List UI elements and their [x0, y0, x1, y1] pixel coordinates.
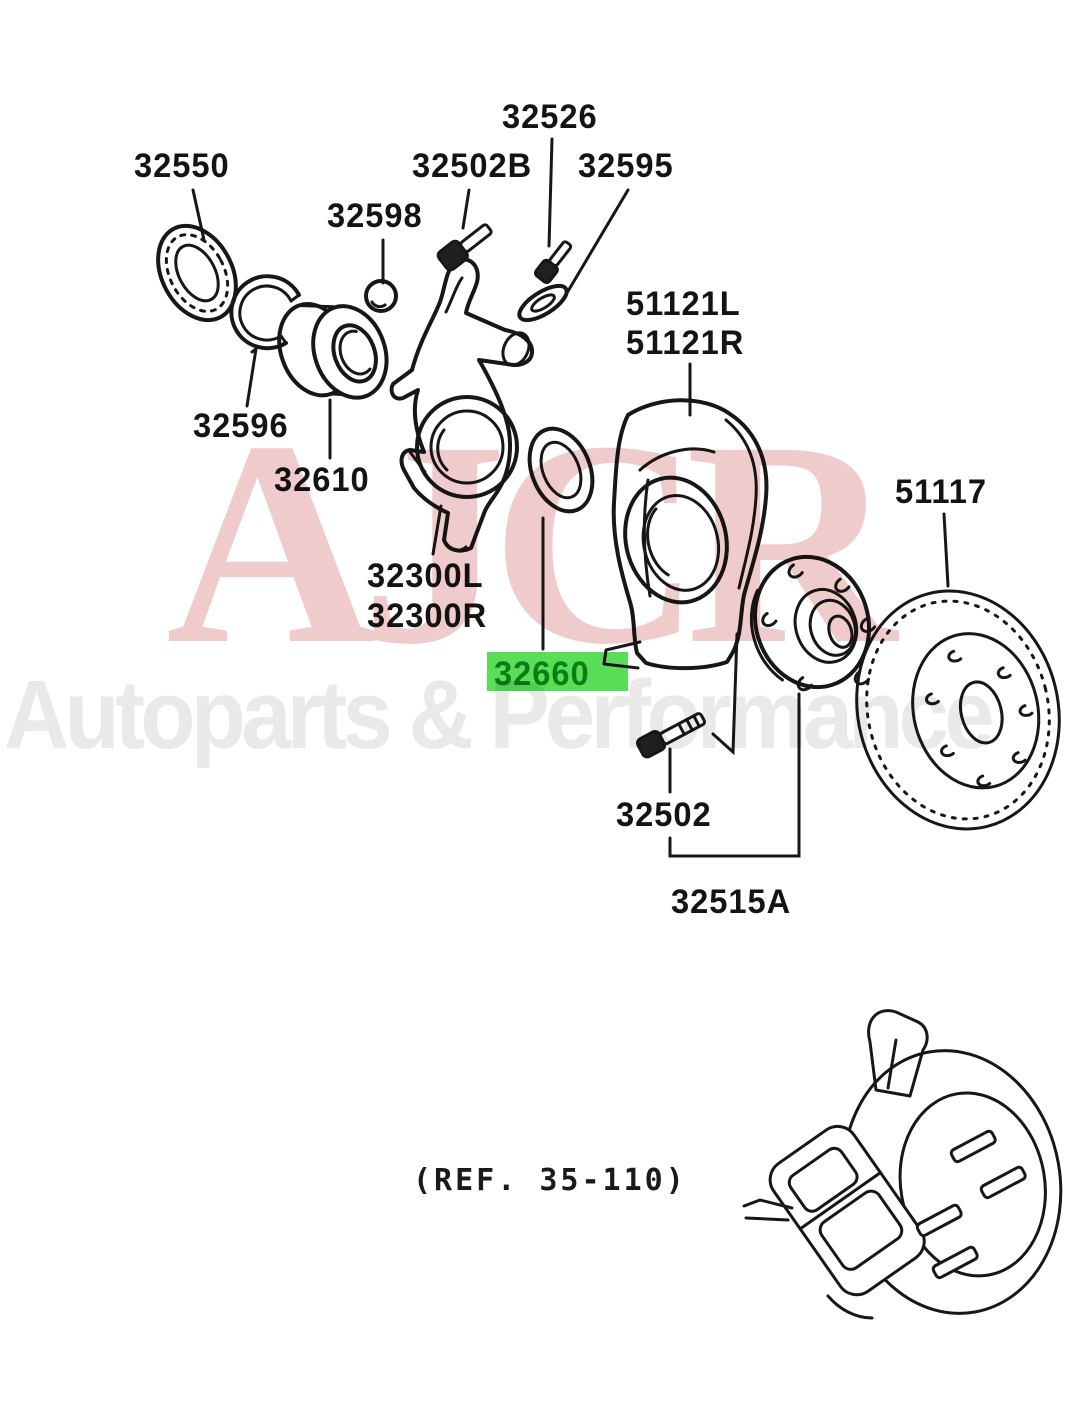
washer-outer — [517, 283, 569, 323]
leader-32526 — [547, 137, 554, 248]
leader-32596 — [245, 347, 258, 408]
disc-bolt-holes — [925, 649, 1034, 788]
part-label-51121L[interactable]: 51121L — [626, 285, 741, 323]
hub-boss-inner — [808, 598, 857, 657]
part-label-32526[interactable]: 32526 — [502, 98, 598, 136]
leader-lines — [191, 137, 950, 858]
bearing-inner-race-arc — [338, 329, 372, 376]
part-label-32502B[interactable]: 32502B — [412, 147, 533, 185]
assembled-arm-inner — [886, 1038, 898, 1090]
part-label-32515A[interactable]: 32515A — [671, 883, 792, 921]
knuckle-bore-arc — [436, 428, 449, 472]
assembled-disc-face — [898, 1091, 1047, 1278]
brake-disc-51117-drawing — [855, 589, 1061, 831]
part-label-32660-highlighted[interactable]: 32660 — [494, 655, 590, 693]
seal-inner-ring — [174, 243, 220, 303]
leader-32595 — [559, 188, 630, 305]
shield-outline — [611, 398, 769, 671]
shield-seat-outer — [623, 475, 729, 605]
snap-ring-inner-arc — [238, 284, 293, 342]
seal-texture-ring — [164, 233, 230, 313]
leader-hub-hook — [711, 632, 739, 756]
part-label-32300L[interactable]: 32300L — [367, 557, 484, 595]
knuckle-bore-inner — [429, 409, 505, 485]
shield-seat-arc — [646, 507, 670, 577]
knuckle-ear-line — [408, 450, 427, 474]
hub-bore — [827, 614, 854, 649]
assembled-caliper-upper — [787, 1146, 859, 1213]
wheel-stud — [931, 1245, 979, 1280]
bolt-32502-drawing — [636, 712, 706, 759]
assembled-caliper-lower — [818, 1189, 904, 1271]
shield-top-line — [638, 447, 716, 472]
part-label-32610[interactable]: 32610 — [274, 461, 370, 499]
seal32660-inner — [539, 440, 583, 500]
assembled-knuckle-arm — [867, 1009, 929, 1098]
part-label-32595[interactable]: 32595 — [578, 147, 674, 185]
hub-32515A-drawing — [749, 554, 877, 692]
leader-32502B — [461, 188, 471, 230]
washer-inner — [530, 293, 556, 313]
part-label-51121R[interactable]: 51121R — [626, 324, 745, 362]
washer-32595-drawing — [517, 283, 569, 323]
assembled-view-drawing — [742, 1009, 1063, 1320]
nut-32598-drawing — [364, 279, 398, 313]
nut-body — [364, 279, 398, 313]
seal-outer-ring — [156, 223, 238, 323]
shield-bottom-tab — [602, 640, 642, 670]
assembled-caliper-split — [798, 1171, 882, 1231]
part-label-32502[interactable]: 32502 — [616, 796, 712, 834]
shield-rim-inner — [724, 418, 758, 590]
oil-seal-32550-drawing — [156, 223, 238, 323]
bolt-32526-shaft — [548, 240, 573, 267]
leader-51117 — [942, 512, 950, 588]
bolt-32502B-drawing — [436, 223, 493, 272]
bearing-bore — [331, 323, 378, 384]
snap-ring-outer-arc — [229, 274, 301, 351]
bolt-32526-drawing — [533, 240, 573, 285]
disc-outer — [855, 589, 1061, 831]
part-label-32598[interactable]: 32598 — [327, 197, 423, 235]
reference-note: (REF. 35-110) — [413, 1163, 687, 1198]
assembled-wheel-studs — [915, 1129, 1027, 1280]
shield-left-line — [642, 478, 652, 598]
knuckle-bore-outer — [415, 395, 519, 499]
part-label-32300R[interactable]: 32300R — [367, 597, 488, 635]
disc-vent-band — [865, 599, 1051, 821]
assembled-bottom-edge — [826, 1294, 874, 1320]
seal-32660-drawing — [527, 426, 595, 514]
wheel-bearing-32610-drawing — [277, 302, 389, 400]
hub-boss-outer — [793, 588, 859, 664]
dust-shield-51121-drawing — [602, 398, 769, 671]
hub-thickness-edge — [749, 588, 784, 682]
nut-facets — [367, 279, 387, 309]
wheel-stud — [915, 1203, 963, 1238]
knuckle-arm-inner — [444, 276, 464, 314]
part-label-32550[interactable]: 32550 — [134, 147, 230, 185]
part-label-32596[interactable]: 32596 — [193, 407, 289, 445]
wheel-stud — [949, 1129, 997, 1164]
assembled-caliper-body — [768, 1124, 926, 1297]
snap-ring-32596-drawing — [229, 274, 301, 354]
assembled-lower-fork — [742, 1198, 794, 1222]
snap-ring-tail — [250, 347, 258, 354]
leader-32550 — [191, 188, 206, 242]
knuckle-32300-drawing — [389, 257, 535, 553]
disc-bore — [958, 680, 1004, 745]
seal32660-outer — [527, 426, 595, 514]
bolt-32502-threads — [677, 714, 701, 736]
wheel-stud — [979, 1165, 1027, 1200]
knuckle-bottom-tab — [442, 538, 468, 552]
snap-ring-ends — [279, 293, 301, 345]
disc-face — [911, 632, 1041, 790]
bolt-32502B-shaft — [459, 223, 493, 253]
bearing-front-face — [311, 304, 389, 400]
leader-32300 — [431, 504, 443, 556]
knuckle-outline — [389, 257, 535, 553]
bracket-32515A — [668, 692, 801, 858]
knuckle-boss-face — [501, 331, 531, 367]
part-label-51117[interactable]: 51117 — [895, 473, 987, 511]
